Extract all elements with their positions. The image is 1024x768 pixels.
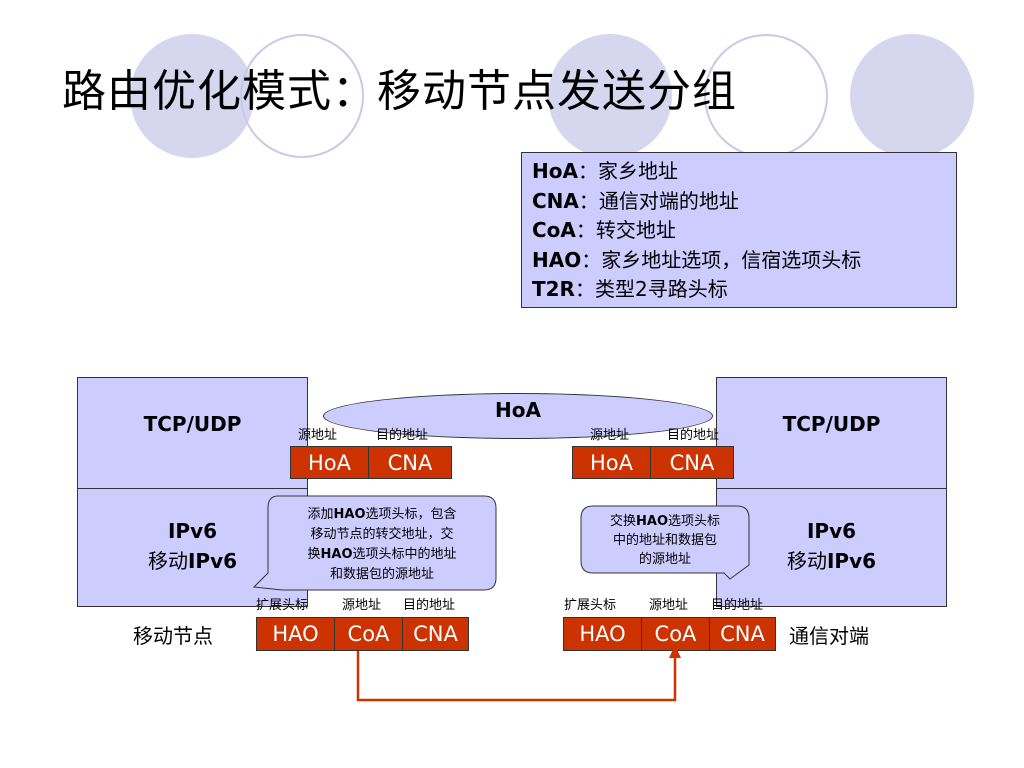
deco-circle-ring bbox=[240, 34, 364, 158]
callout-fragment-bold: HAO bbox=[333, 507, 366, 522]
callout-line: 添加HAO选项头标，包含 bbox=[268, 505, 496, 525]
ipv6-label: IPv6 bbox=[806, 518, 857, 543]
legend-item-hoa: HoA：家乡地址 bbox=[532, 157, 956, 187]
right-callout: 交换HAO选项头标 中的地址和数据包 的源地址 bbox=[580, 505, 755, 585]
legend-text: ：类型2寻路头标 bbox=[574, 277, 728, 301]
packet-cell-src: CoA bbox=[642, 618, 710, 650]
correspondent-tcp-layer: TCP/UDP bbox=[716, 377, 947, 489]
legend-text: ：转交地址 bbox=[575, 218, 676, 242]
legend-item-t2r: T2R：类型2寻路头标 bbox=[532, 275, 956, 305]
correspondent-label: 通信对端 bbox=[789, 624, 869, 648]
deco-circle bbox=[548, 34, 672, 158]
packet-cell-ext: HAO bbox=[257, 618, 335, 650]
right-callout-shape bbox=[580, 505, 750, 580]
dst-addr-label: 目的地址 bbox=[403, 598, 456, 613]
deco-circle bbox=[130, 34, 254, 158]
deco-circle bbox=[850, 34, 974, 158]
ext-header-label: 扩展头标 bbox=[256, 598, 309, 613]
callout-fragment-bold: HAO bbox=[320, 547, 353, 562]
hoa-tunnel-label: HoA bbox=[495, 398, 541, 422]
packet-cell-src: HoA bbox=[573, 447, 651, 478]
tcp-label: TCP/UDP bbox=[782, 412, 881, 436]
left-callout: 添加HAO选项头标，包含 移动节点的转交地址，交 换HAO选项头标中的地址 和数… bbox=[250, 495, 500, 595]
legend-key: CNA bbox=[532, 188, 579, 213]
ipv6-label: IPv6 bbox=[167, 518, 218, 543]
legend-key: HoA bbox=[532, 159, 578, 183]
correspondent-ip-layer: IPv6 移动IPv6 bbox=[716, 488, 947, 607]
callout-fragment: 换 bbox=[307, 547, 321, 562]
hoa-tunnel-ellipse: HoA bbox=[323, 393, 713, 439]
ip-layer-text: IPv6 移动IPv6 bbox=[787, 516, 876, 576]
callout-line: 的源地址 bbox=[638, 552, 691, 567]
src-addr-label: 源地址 bbox=[590, 428, 630, 443]
packet-cell-dst: CNA bbox=[669, 450, 715, 475]
src-addr-label: 源地址 bbox=[649, 598, 689, 613]
legend-item-hao: HAO：家乡地址选项，信宿选项头标 bbox=[532, 246, 956, 276]
ext-header-label: 扩展头标 bbox=[564, 598, 617, 613]
callout-fragment: 交换 bbox=[609, 514, 636, 529]
left-callout-text: 添加HAO选项头标，包含 移动节点的转交地址，交 换HAO选项头标中的地址 和数… bbox=[268, 505, 496, 585]
src-addr-label: 源地址 bbox=[342, 598, 382, 613]
ip-layer-text: IPv6 移动IPv6 bbox=[148, 516, 237, 576]
legend-item-cna: CNA：通信对端的地址 bbox=[532, 187, 956, 217]
callout-fragment: 选项头标，包含 bbox=[365, 507, 457, 522]
right-callout-text: 交换HAO选项头标 中的地址和数据包 的源地址 bbox=[581, 512, 749, 569]
callout-fragment: 选项头标中的地址 bbox=[352, 547, 457, 562]
tcp-label: TCP/UDP bbox=[143, 412, 242, 436]
mobile-ipv6-cn: 移动 bbox=[147, 548, 188, 573]
lower-left-packet: HAO CoA CNA bbox=[256, 617, 469, 651]
legend-text: ：通信对端的地址 bbox=[578, 188, 739, 213]
callout-fragment: 添加 bbox=[307, 507, 334, 522]
callout-line: 交换HAO选项头标 bbox=[581, 512, 749, 531]
packet-cell-dst: CNA bbox=[413, 622, 458, 646]
callout-line: 换HAO选项头标中的地址 bbox=[268, 545, 496, 565]
packet-cell-src: HoA bbox=[291, 447, 369, 478]
legend-key: HAO bbox=[532, 247, 582, 272]
callout-line: 中的地址和数据包 bbox=[612, 533, 717, 548]
lower-right-packet: HAO CoA CNA bbox=[563, 617, 776, 651]
callout-fragment: 选项头标 bbox=[668, 514, 721, 529]
slide-title: 路由优化模式：移动节点发送分组 bbox=[62, 66, 737, 117]
dst-addr-label: 目的地址 bbox=[711, 598, 764, 613]
callout-fragment-bold: HAO bbox=[636, 514, 668, 529]
callout-line: 移动节点的转交地址，交 bbox=[310, 527, 454, 542]
mobile-ipv6-en: IPv6 bbox=[826, 548, 877, 573]
packet-cell-ext: HAO bbox=[564, 618, 642, 650]
mobile-node-label: 移动节点 bbox=[133, 624, 213, 648]
legend-item-coa: CoA：转交地址 bbox=[532, 216, 956, 246]
src-addr-label: 源地址 bbox=[298, 428, 338, 443]
mobile-ipv6-en: IPv6 bbox=[187, 548, 238, 573]
left-callout-shape bbox=[252, 495, 497, 591]
packet-cell-src: CoA bbox=[335, 618, 403, 650]
packet-cell-dst: CNA bbox=[720, 622, 765, 646]
mobile-node-tcp-layer: TCP/UDP bbox=[77, 377, 308, 489]
dst-addr-label: 目的地址 bbox=[667, 428, 720, 443]
mobile-ipv6-cn: 移动 bbox=[786, 548, 827, 573]
upper-left-packet: HoA CNA bbox=[290, 446, 452, 479]
mobile-ipv6-label: 移动IPv6 bbox=[787, 546, 876, 576]
legend-key: T2R bbox=[532, 277, 575, 301]
legend-key: CoA bbox=[532, 218, 576, 242]
legend-box: HoA：家乡地址 CNA：通信对端的地址 CoA：转交地址 HAO：家乡地址选项… bbox=[521, 152, 957, 308]
callout-line: 和数据包的源地址 bbox=[329, 567, 434, 582]
legend-text: ：家乡地址选项，信宿选项头标 bbox=[581, 247, 862, 272]
upper-right-packet: HoA CNA bbox=[572, 446, 734, 479]
mobile-ipv6-label: 移动IPv6 bbox=[148, 546, 237, 576]
dst-addr-label: 目的地址 bbox=[376, 428, 429, 443]
legend-text: ：家乡地址 bbox=[577, 159, 678, 183]
packet-cell-dst: CNA bbox=[387, 450, 433, 475]
